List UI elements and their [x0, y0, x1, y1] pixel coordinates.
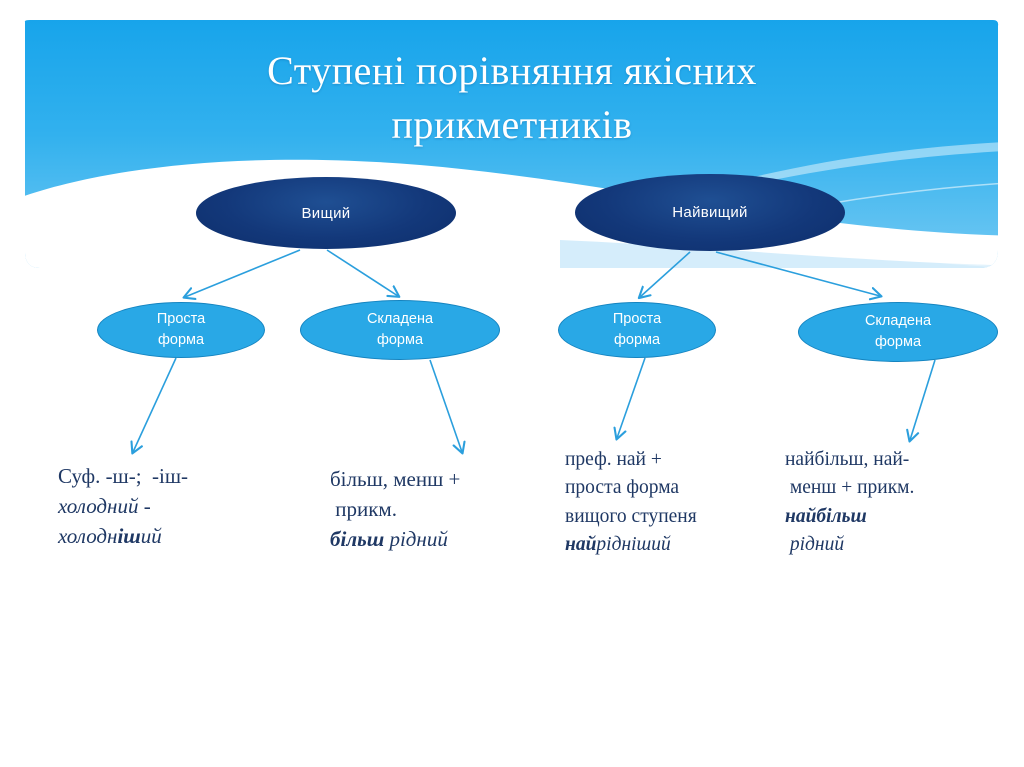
arrow-nayvyshchyi-to-skladena	[715, 251, 880, 296]
arrow-vyshchyi-to-prosta	[185, 249, 301, 297]
node-prosta-forma-1-line-2: форма	[157, 332, 205, 348]
arrow-vyshchyi-to-skladena	[326, 249, 398, 296]
node-prosta-forma-2[interactable]: Проста форма	[558, 302, 716, 358]
text-prosta-1-line-3-stem: холодн	[58, 523, 118, 548]
node-skladena-forma-1-text: Складена форма	[367, 309, 433, 351]
text-skladena-2-line-2: менш + прикм.	[785, 477, 915, 499]
text-skladena-2-line-1: найбільш, най-	[785, 449, 910, 470]
text-skladena-2-example-word: рідний	[785, 534, 845, 556]
node-nayvyshchyi-label: Найвищий	[672, 204, 748, 221]
node-skladena-forma-1[interactable]: Складена форма	[300, 300, 500, 360]
text-prosta-1-line-1: Суф. -ш-; -іш-	[58, 464, 189, 488]
arrow-skladena1-to-text	[429, 359, 462, 452]
node-skladena-forma-1-line-2: форма	[376, 332, 424, 348]
text-skladena-1-example-word: рідний	[384, 526, 448, 551]
text-prosta-2-example-prefix: най	[565, 534, 597, 556]
node-skladena-forma-2-line-1: Складена	[864, 312, 932, 329]
text-skladena-1-line-2: прикм.	[330, 496, 397, 521]
node-prosta-forma-1-line-1: Проста	[156, 310, 206, 327]
arrow-prosta1-to-text	[133, 357, 177, 452]
slide-title-line-2: прикметників	[391, 102, 633, 147]
text-skladena-1-line-3: більш рідний	[330, 525, 560, 555]
text-prosta-1-line-3: холодніший	[58, 522, 328, 552]
node-skladena-forma-1-line-1: Складена	[366, 310, 434, 327]
text-prosta-2-line-3: вищого ступеня	[565, 505, 697, 527]
text-block-skladena-forma-1: більш, менш + прикм. більш рідний	[330, 465, 560, 554]
node-skladena-forma-2-text: Складена форма	[865, 311, 931, 353]
arrow-nayvyshchyi-to-prosta	[640, 251, 691, 297]
text-skladena-2-example-marker: найбільш	[785, 505, 867, 527]
node-vyshchyi[interactable]: Вищий	[196, 177, 456, 249]
node-prosta-forma-1[interactable]: Проста форма	[97, 302, 265, 358]
node-skladena-forma-2-line-2: форма	[874, 334, 922, 350]
node-prosta-forma-2-text: Проста форма	[613, 309, 661, 351]
node-prosta-forma-2-line-1: Проста	[612, 310, 662, 327]
arrow-prosta2-to-text	[617, 357, 646, 438]
text-prosta-2-line-1: преф. най +	[565, 449, 662, 470]
node-skladena-forma-2[interactable]: Складена форма	[798, 302, 998, 362]
slide-title-line-1: Ступені порівняння якісних	[267, 48, 757, 93]
slide-title: Ступені порівняння якісних прикметників	[140, 44, 884, 152]
node-vyshchyi-label: Вищий	[301, 204, 351, 222]
text-block-prosta-forma-2: преф. най + проста форма вищого ступеня …	[565, 446, 775, 560]
text-skladena-1-line-1: більш, менш +	[330, 467, 461, 491]
text-prosta-1-line-2: холодний -	[58, 493, 151, 518]
text-skladena-1-example-marker: більш	[330, 526, 385, 551]
node-nayvyshchyi[interactable]: Найвищий	[575, 174, 845, 251]
node-prosta-forma-1-text: Проста форма	[157, 309, 205, 351]
text-prosta-1-line-3-suffix: іш	[117, 523, 141, 548]
text-block-skladena-forma-2: найбільш, най- менш + прикм. найбільш рі…	[785, 446, 1015, 560]
text-block-prosta-forma-1: Суф. -ш-; -іш- холодний - холодніший	[58, 462, 328, 551]
text-prosta-1-line-3-ending: ий	[140, 523, 162, 548]
node-prosta-forma-2-line-2: форма	[613, 332, 661, 348]
text-prosta-2-example-word: рідніший	[596, 534, 671, 556]
text-prosta-2-line-2: проста форма	[565, 477, 680, 499]
arrow-skladena2-to-text	[910, 359, 936, 440]
text-prosta-2-line-4: найрідніший	[565, 531, 775, 559]
